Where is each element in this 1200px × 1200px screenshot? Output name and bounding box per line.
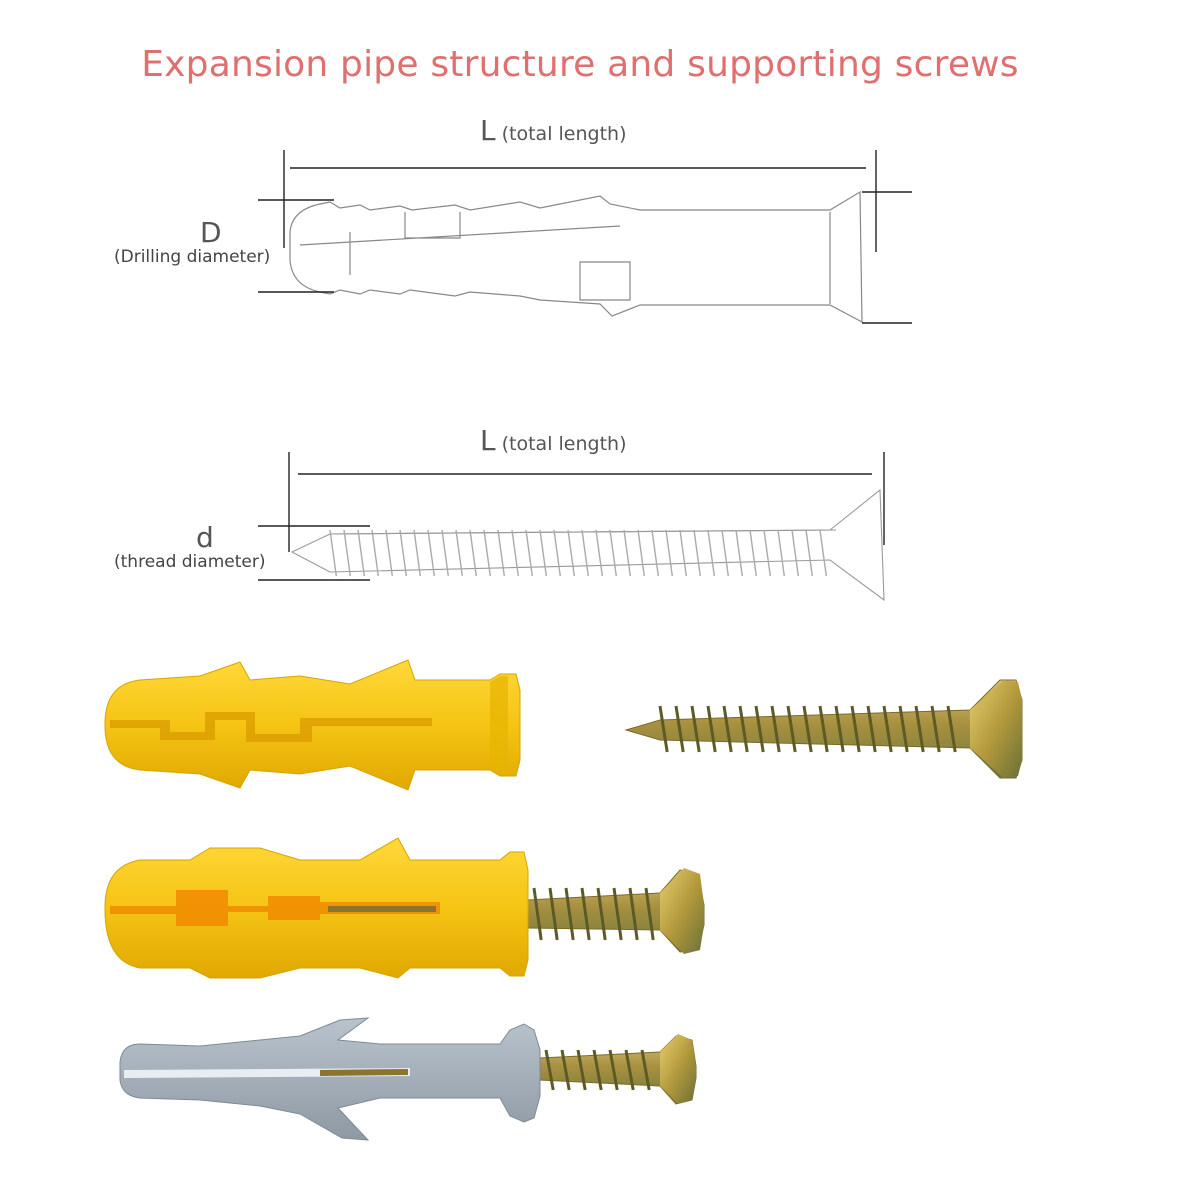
thread-line <box>665 529 673 577</box>
thread-line <box>612 887 623 941</box>
thread-line <box>581 529 589 577</box>
thread-line <box>427 529 435 577</box>
thread-line <box>690 705 701 753</box>
thread-line <box>802 705 813 753</box>
thread-line <box>786 705 797 753</box>
anchor-length-note: (total length) <box>501 123 627 145</box>
thread-line <box>608 1049 619 1091</box>
zinc-screw-threads <box>658 705 957 753</box>
thread-line <box>371 529 379 577</box>
thread-line <box>329 529 337 577</box>
screw-threads-drawing <box>329 529 827 577</box>
thread-line <box>564 887 575 941</box>
anchor-dimension-lines <box>258 150 912 324</box>
screw-outline-drawing <box>290 488 885 602</box>
thread-line <box>576 1049 587 1091</box>
screw-diameter-note: (thread diameter) <box>114 552 266 572</box>
thread-line <box>560 1049 571 1091</box>
thread-line <box>511 529 519 577</box>
thread-line <box>624 1049 635 1091</box>
thread-line <box>483 529 491 577</box>
thread-line <box>722 705 733 753</box>
anchor-diameter-symbol: D <box>200 216 222 249</box>
thread-line <box>623 529 631 577</box>
thread-line <box>469 529 477 577</box>
anchor-length-label: L(total length) <box>480 114 626 147</box>
thread-line <box>455 529 463 577</box>
page-title: Expansion pipe structure and supporting … <box>141 44 1019 85</box>
yellow-anchor-photo <box>104 659 521 791</box>
thread-line <box>721 529 729 577</box>
thread-line <box>525 529 533 577</box>
screw-length-note: (total length) <box>501 433 627 455</box>
thread-line <box>866 705 877 753</box>
anchor-diameter-note: (Drilling diameter) <box>114 247 271 267</box>
screw-length-symbol: L <box>480 424 496 457</box>
thread-line <box>413 529 421 577</box>
thread-line <box>651 529 659 577</box>
thread-line <box>592 1049 603 1091</box>
thread-line <box>679 529 687 577</box>
thread-line <box>735 529 743 577</box>
thread-line <box>532 887 543 941</box>
thread-line <box>754 705 765 753</box>
anchor-outline-drawing <box>289 190 863 324</box>
thread-line <box>914 705 925 753</box>
thread-line <box>818 705 829 753</box>
yellow-assembly-screw-threads <box>532 887 655 941</box>
thread-line <box>637 529 645 577</box>
gray-assembly-screw-threads <box>544 1049 651 1091</box>
thread-line <box>640 1049 651 1091</box>
thread-line <box>707 529 715 577</box>
thread-line <box>946 705 957 753</box>
thread-line <box>580 887 591 941</box>
thread-line <box>791 529 799 577</box>
screw-length-label: L(total length) <box>480 424 626 457</box>
thread-line <box>644 887 655 941</box>
screw-diameter-symbol: d <box>196 521 214 554</box>
anchor-length-symbol: L <box>480 114 496 147</box>
thread-line <box>544 1049 555 1091</box>
thread-line <box>749 529 757 577</box>
thread-line <box>674 705 685 753</box>
thread-line <box>805 529 813 577</box>
thread-line <box>763 529 771 577</box>
thread-line <box>693 529 701 577</box>
thread-line <box>770 705 781 753</box>
thread-line <box>548 887 559 941</box>
thread-line <box>553 529 561 577</box>
thread-line <box>834 705 845 753</box>
thread-line <box>609 529 617 577</box>
thread-line <box>441 529 449 577</box>
thread-line <box>385 529 393 577</box>
thread-line <box>777 529 785 577</box>
thread-line <box>898 705 909 753</box>
thread-line <box>357 529 365 577</box>
thread-line <box>595 529 603 577</box>
thread-line <box>738 705 749 753</box>
thread-line <box>497 529 505 577</box>
thread-line <box>850 705 861 753</box>
yellow-anchor-with-screw-photo <box>104 837 705 979</box>
thread-line <box>930 705 941 753</box>
screw-dimension-lines <box>258 452 885 581</box>
thread-line <box>539 529 547 577</box>
thread-line <box>596 887 607 941</box>
thread-line <box>628 887 639 941</box>
gray-anchor-with-screw-photo <box>119 1017 697 1141</box>
thread-line <box>882 705 893 753</box>
thread-line <box>819 529 827 577</box>
thread-line <box>343 529 351 577</box>
thread-line <box>567 529 575 577</box>
thread-line <box>658 705 669 753</box>
thread-line <box>706 705 717 753</box>
thread-line <box>399 529 407 577</box>
